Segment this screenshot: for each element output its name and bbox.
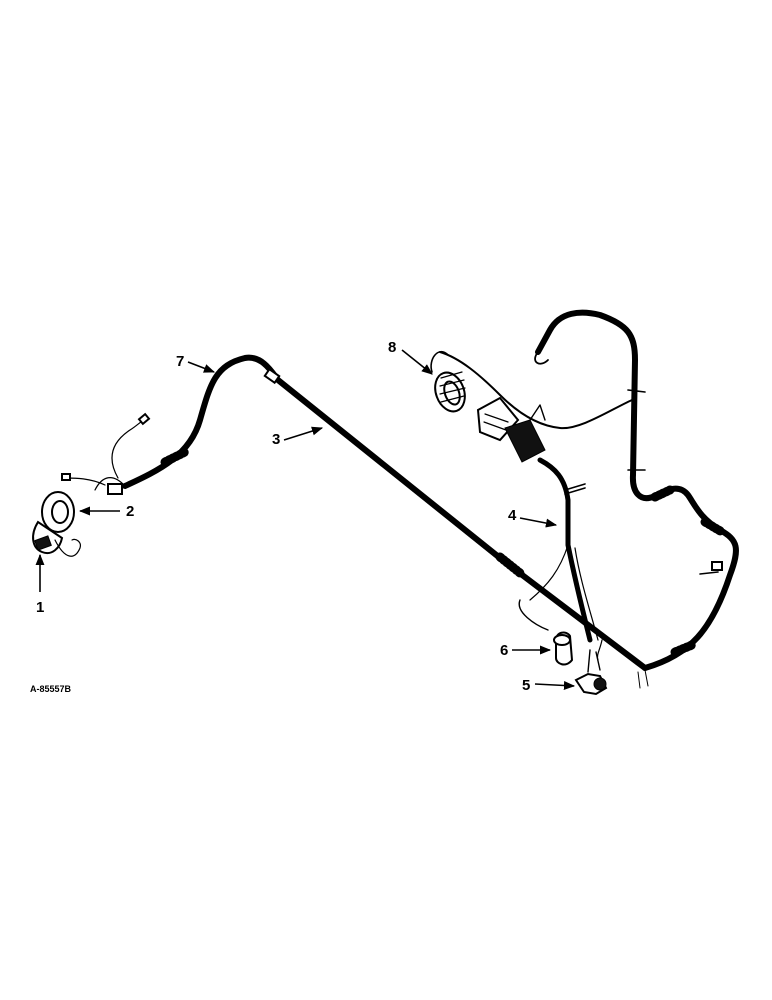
sender-and-fitting bbox=[553, 631, 608, 696]
callout-arrows bbox=[35, 349, 576, 690]
horn-assembly bbox=[32, 412, 151, 557]
callout-7: 7 bbox=[176, 353, 184, 370]
main-harness bbox=[122, 354, 648, 671]
reference-code: A-85557B bbox=[30, 684, 72, 694]
callout-6: 6 bbox=[500, 642, 508, 659]
callout-8: 8 bbox=[388, 339, 396, 356]
sender-lead-harness bbox=[518, 457, 599, 643]
callout-4: 4 bbox=[508, 507, 517, 524]
callout-5: 5 bbox=[522, 677, 530, 694]
callout-labels: 1 2 3 4 5 6 7 8 bbox=[36, 339, 530, 694]
callout-2: 2 bbox=[126, 503, 134, 520]
connector-assembly bbox=[430, 350, 546, 463]
right-harness-loop bbox=[439, 309, 739, 689]
callout-3: 3 bbox=[272, 431, 280, 448]
callout-1: 1 bbox=[36, 599, 44, 616]
